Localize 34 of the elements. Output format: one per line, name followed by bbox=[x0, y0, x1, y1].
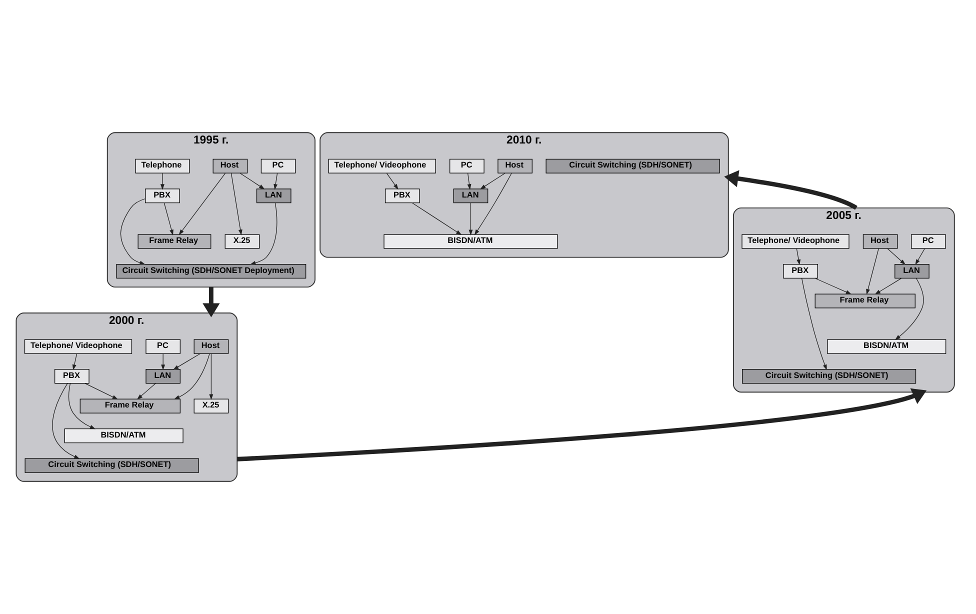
arrow bbox=[796, 248, 801, 266]
arrow bbox=[72, 353, 78, 370]
arrow bbox=[801, 278, 827, 370]
arrow bbox=[161, 353, 166, 370]
arrow bbox=[412, 202, 462, 236]
arrow bbox=[240, 172, 265, 190]
arrow bbox=[474, 172, 512, 236]
arrow bbox=[136, 383, 156, 400]
arrow bbox=[202, 287, 220, 318]
arrow bbox=[160, 173, 164, 190]
arrow bbox=[386, 173, 398, 190]
arrow bbox=[209, 353, 214, 400]
arrow bbox=[866, 248, 879, 295]
arrow bbox=[874, 278, 902, 294]
arrow bbox=[915, 248, 925, 266]
arrow bbox=[887, 248, 906, 265]
arrow bbox=[274, 173, 278, 190]
arrow bbox=[178, 173, 226, 236]
arrow bbox=[480, 172, 506, 190]
arrow bbox=[237, 388, 927, 462]
arrow bbox=[468, 202, 473, 236]
arrow bbox=[84, 383, 118, 400]
arrow bbox=[120, 198, 146, 265]
arrow bbox=[174, 353, 210, 400]
arrow bbox=[68, 383, 96, 430]
arrow bbox=[467, 173, 472, 190]
arrow bbox=[250, 202, 278, 265]
arrow bbox=[164, 202, 174, 236]
arrow bbox=[52, 383, 80, 459]
arrow bbox=[724, 170, 858, 210]
arrow bbox=[814, 278, 852, 294]
arrow bbox=[230, 173, 242, 236]
arrow bbox=[172, 353, 201, 370]
arrow bbox=[894, 278, 924, 340]
